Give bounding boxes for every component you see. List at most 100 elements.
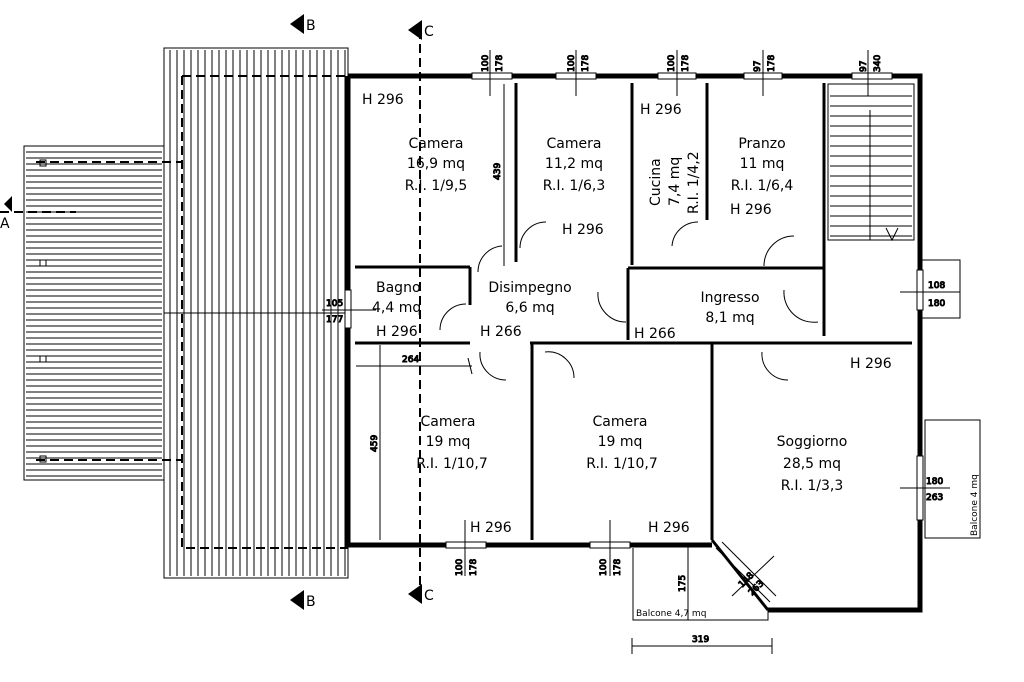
svg-text:H 266: H 266: [634, 326, 676, 342]
svg-text:Ingresso: Ingresso: [700, 290, 759, 306]
svg-text:439: 439: [493, 163, 503, 180]
section-marker-c-bottom: C: [408, 584, 434, 604]
svg-text:7,4 mq: 7,4 mq: [667, 157, 683, 206]
svg-text:H 266: H 266: [480, 324, 522, 340]
svg-text:H 296: H 296: [376, 324, 418, 340]
svg-text:108: 108: [928, 281, 945, 291]
svg-text:100: 100: [667, 55, 677, 72]
svg-text:178: 178: [581, 55, 591, 72]
soggiorno-window-dims: 180 263: [900, 455, 950, 521]
svg-text:97: 97: [753, 61, 763, 72]
room-camera-n2: Camera 11,2 mq R.I. 1/6,3 H 296: [543, 136, 606, 238]
svg-text:Camera: Camera: [547, 136, 602, 152]
dim-319: 319: [631, 635, 773, 654]
room-pranzo: Pranzo 11 mq R.I. 1/6,4 H 296: [730, 136, 793, 218]
room-camera-s2: Camera 19 mq R.I. 1/10,7 H 296: [586, 414, 690, 536]
central-terrace: [163, 47, 349, 579]
svg-text:178: 178: [495, 55, 505, 72]
dim-264: 264: [356, 355, 473, 375]
svg-text:100: 100: [481, 55, 491, 72]
svg-text:263: 263: [926, 493, 943, 503]
svg-text:R.I. 1/9,5: R.I. 1/9,5: [405, 178, 468, 194]
room-cucina: H 296 Cucina 7,4 mq R.I. 1/4,2: [640, 102, 702, 214]
room-camera-sw: Camera 19 mq R.I. 1/10,7 H 296: [416, 414, 512, 536]
svg-text:R.I. 1/6,3: R.I. 1/6,3: [543, 178, 606, 194]
svg-text:R.I. 1/4,2: R.I. 1/4,2: [686, 151, 702, 214]
svg-text:11,2 mq: 11,2 mq: [545, 156, 603, 172]
interior-walls: [355, 83, 912, 611]
dim-175: 175: [678, 546, 689, 620]
svg-text:Disimpegno: Disimpegno: [488, 280, 571, 296]
dim-459: 459: [370, 345, 381, 540]
staircase: [827, 83, 915, 242]
svg-text:264: 264: [402, 355, 419, 365]
svg-text:6,6 mq: 6,6 mq: [505, 300, 554, 316]
svg-text:178: 178: [613, 559, 623, 576]
section-marker-b-bottom: B: [290, 590, 316, 610]
room-camera-nw: H 296 Camera 16,9 mq R.I. 1/9,5: [362, 92, 467, 194]
dim-439: 439: [493, 84, 505, 266]
svg-text:319: 319: [692, 635, 709, 645]
svg-text:H 296: H 296: [562, 222, 604, 238]
room-ingresso: Ingresso 8,1 mq H 266: [634, 290, 760, 342]
svg-text:100: 100: [455, 559, 465, 576]
svg-text:H 296: H 296: [362, 92, 404, 108]
svg-text:Balcone 4,7 mq: Balcone 4,7 mq: [636, 609, 706, 619]
doors: [439, 221, 819, 381]
svg-text:178: 178: [681, 55, 691, 72]
room-bagno: Bagno 4,4 mq H 296: [372, 280, 421, 340]
svg-text:100: 100: [599, 559, 609, 576]
svg-text:178: 178: [767, 55, 777, 72]
svg-text:Bagno: Bagno: [376, 280, 421, 296]
svg-text:R.I. 1/10,7: R.I. 1/10,7: [416, 456, 488, 472]
east-balcony: Balcone 4 mq: [924, 419, 981, 539]
svg-text:H 296: H 296: [640, 102, 682, 118]
svg-text:105: 105: [326, 299, 343, 309]
svg-text:H 296: H 296: [648, 520, 690, 536]
svg-text:459: 459: [370, 435, 380, 452]
svg-text:B: B: [306, 594, 316, 610]
south-balcony: Balcone 4,7 mq: [632, 548, 769, 621]
svg-text:R.I. 1/3,3: R.I. 1/3,3: [781, 478, 844, 494]
svg-text:19 mq: 19 mq: [426, 434, 471, 450]
svg-text:C: C: [424, 24, 434, 40]
svg-text:H 296: H 296: [850, 356, 892, 372]
svg-text:Camera: Camera: [421, 414, 476, 430]
svg-text:H 296: H 296: [730, 202, 772, 218]
room-disimpegno: Disimpegno 6,6 mq H 266: [480, 280, 572, 340]
svg-text:100: 100: [567, 55, 577, 72]
svg-text:97: 97: [859, 61, 869, 72]
svg-text:Camera: Camera: [409, 136, 464, 152]
bagno-window-dims: 105 177: [322, 289, 376, 329]
svg-text:340: 340: [873, 55, 883, 72]
svg-text:178: 178: [469, 559, 479, 576]
svg-text:Camera: Camera: [593, 414, 648, 430]
svg-text:4,4 mq: 4,4 mq: [372, 300, 421, 316]
svg-text:R.I. 1/10,7: R.I. 1/10,7: [586, 456, 658, 472]
svg-text:B: B: [306, 18, 316, 34]
window-dims-top: 100 178 100 178 100 178 97 178 97 340: [471, 50, 893, 96]
svg-text:11 mq: 11 mq: [740, 156, 785, 172]
outer-walls: [345, 73, 923, 613]
svg-text:Soggiorno: Soggiorno: [777, 434, 848, 450]
svg-text:Balcone 4 mq: Balcone 4 mq: [970, 474, 980, 536]
svg-text:A: A: [0, 216, 10, 232]
svg-text:177: 177: [326, 315, 343, 325]
svg-text:180: 180: [926, 477, 943, 487]
diagonal-window-dims: 148 263: [715, 541, 777, 603]
svg-text:16,9 mq: 16,9 mq: [407, 156, 465, 172]
svg-text:180: 180: [928, 299, 945, 309]
section-marker-a: A: [0, 196, 12, 232]
svg-text:28,5 mq: 28,5 mq: [783, 456, 841, 472]
section-marker-c-top: C: [408, 20, 434, 40]
svg-text:C: C: [424, 588, 434, 604]
svg-text:H 296: H 296: [470, 520, 512, 536]
svg-text:175: 175: [678, 575, 688, 592]
svg-text:R.I. 1/6,4: R.I. 1/6,4: [731, 178, 794, 194]
ingresso-window-dims: 108 180: [900, 269, 960, 311]
svg-text:8,1 mq: 8,1 mq: [705, 310, 754, 326]
svg-text:Cucina: Cucina: [648, 158, 664, 206]
west-terrace: [23, 145, 182, 481]
window-dims-bottom: 100 178 100 178: [445, 520, 631, 577]
